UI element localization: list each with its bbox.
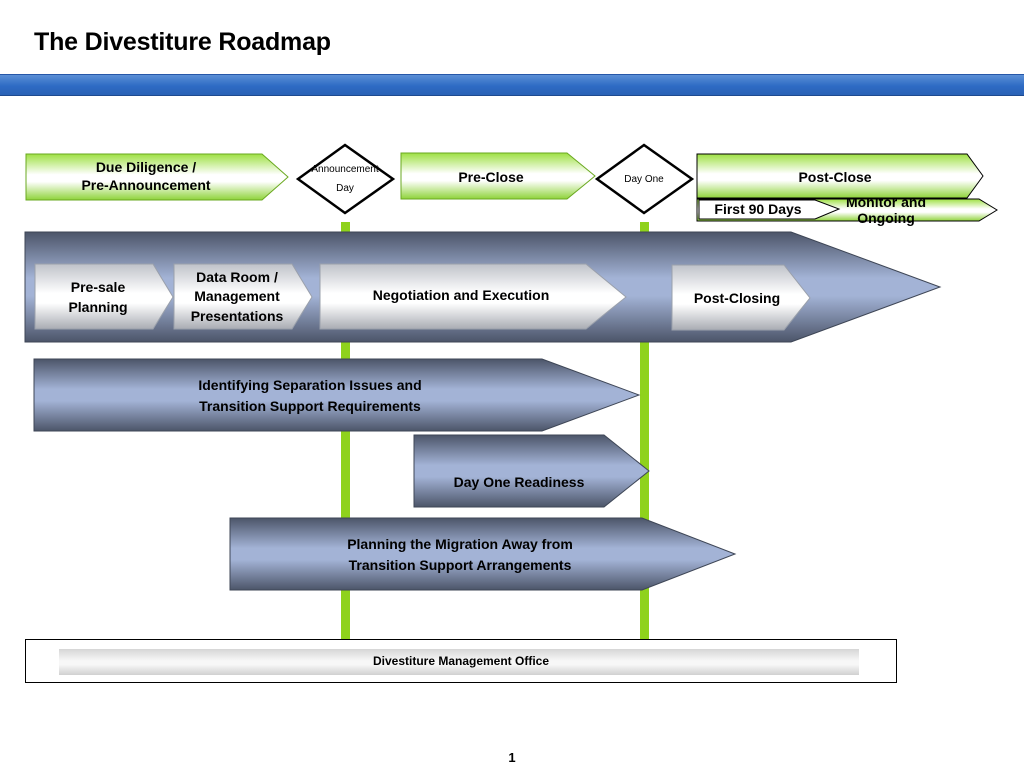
- header-divider-bar: [0, 74, 1024, 96]
- announcement-day-label: Announcement Day: [311, 164, 379, 194]
- step-negotiation-execution: Negotiation and Execution: [319, 263, 628, 330]
- divestiture-management-office-label: Divestiture Management Office: [372, 654, 550, 668]
- phase-pre-close-label: Pre-Close: [458, 169, 524, 185]
- day-one-label: Day One: [624, 173, 664, 185]
- step-post-closing-label: Post-Closing: [693, 289, 781, 306]
- dmo-inner-bar: [59, 649, 859, 675]
- step-data-room-label: Data Room / Management Presentations: [190, 268, 284, 324]
- phase-pre-close-arrow: Pre-Close: [400, 152, 597, 200]
- first-90-days-arrow: First 90 Days: [698, 199, 841, 220]
- day-one-milestone-line: [640, 222, 649, 640]
- step-negotiation-execution-label: Negotiation and Execution: [372, 286, 550, 303]
- phase-due-diligence-label: Due Diligence / Pre-Announcement: [81, 159, 211, 193]
- phase-due-diligence-arrow: Due Diligence / Pre-Announcement: [25, 153, 290, 201]
- divestiture-management-office-box: Divestiture Management Office: [25, 639, 897, 683]
- step-data-room: Data Room / Management Presentations: [173, 263, 314, 330]
- workstream-migration-planning: Planning the Migration Away from Transit…: [229, 517, 738, 592]
- day-one-diamond: Day One: [594, 143, 695, 215]
- page-title: The Divestiture Roadmap: [34, 28, 331, 56]
- workstream-day-one-readiness-label: Day One Readiness: [453, 473, 585, 490]
- workstream-migration-planning-label: Planning the Migration Away from Transit…: [347, 536, 573, 573]
- step-post-closing: Post-Closing: [671, 264, 812, 331]
- step-pre-sale-planning-label: Pre-sale Planning: [68, 278, 128, 315]
- workstream-separation-issues: Identifying Separation Issues and Transi…: [33, 358, 642, 433]
- workstream-separation-issues-label: Identifying Separation Issues and Transi…: [198, 377, 422, 414]
- announcement-day-diamond: Announcement Day: [295, 143, 396, 215]
- phase-post-close-label: Post-Close: [798, 169, 872, 185]
- first-90-days-label: First 90 Days: [714, 201, 802, 218]
- workstream-day-one-readiness: Day One Readiness: [413, 434, 652, 509]
- phase-post-close-arrow: Post-Close: [696, 153, 985, 200]
- step-pre-sale-planning: Pre-sale Planning: [34, 263, 175, 330]
- page-number: 1: [508, 750, 516, 765]
